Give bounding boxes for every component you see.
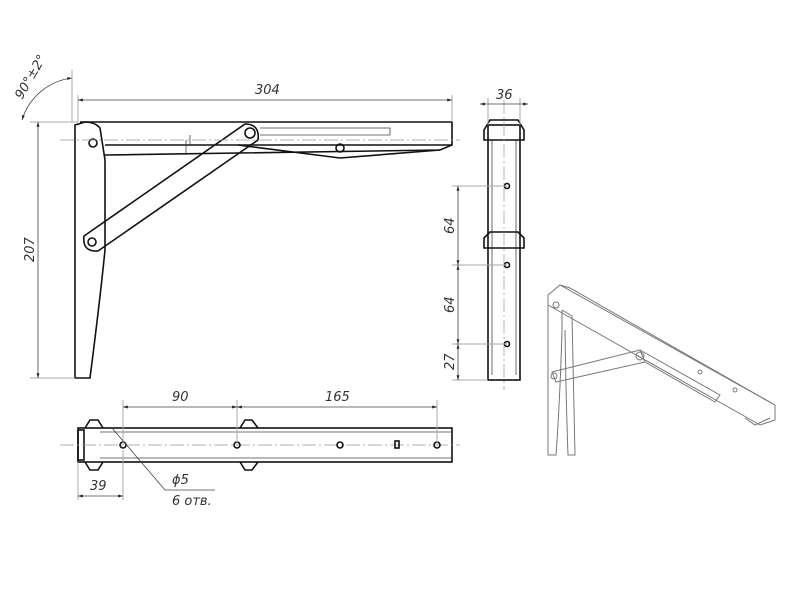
- mount-hole: [336, 441, 344, 449]
- pivot-hole: [88, 138, 98, 148]
- dim-width: 36: [496, 88, 513, 103]
- dim-plan-39: 39: [90, 479, 107, 494]
- dim-height: 207: [23, 236, 38, 262]
- dim-hole-spacing-2: 64: [443, 296, 458, 313]
- top-arm: [80, 121, 453, 156]
- dim-hole-spacing-1: 64: [443, 217, 458, 234]
- diagonal-brace: [82, 123, 260, 252]
- pivot-hole: [335, 143, 345, 153]
- hole-diameter: ϕ5: [172, 473, 189, 488]
- plan-view: 90 165 39 ϕ5 6 отв.: [60, 390, 460, 509]
- isometric-view: [547, 284, 776, 456]
- side-view: 36 64 64 27: [443, 88, 528, 390]
- front-view: [60, 121, 460, 379]
- dim-plan-90: 90: [172, 390, 189, 405]
- dim-plan-165: 165: [325, 390, 350, 405]
- front-dimensions: 304 207 90°±2°: [12, 52, 453, 379]
- hole-count: 6 отв.: [172, 494, 212, 509]
- dim-length: 304: [255, 83, 280, 98]
- pivot-hole: [87, 237, 97, 247]
- pivot-hole: [244, 127, 256, 139]
- angle-label: 90°±2°: [12, 52, 49, 102]
- dim-hole-end: 27: [443, 353, 458, 370]
